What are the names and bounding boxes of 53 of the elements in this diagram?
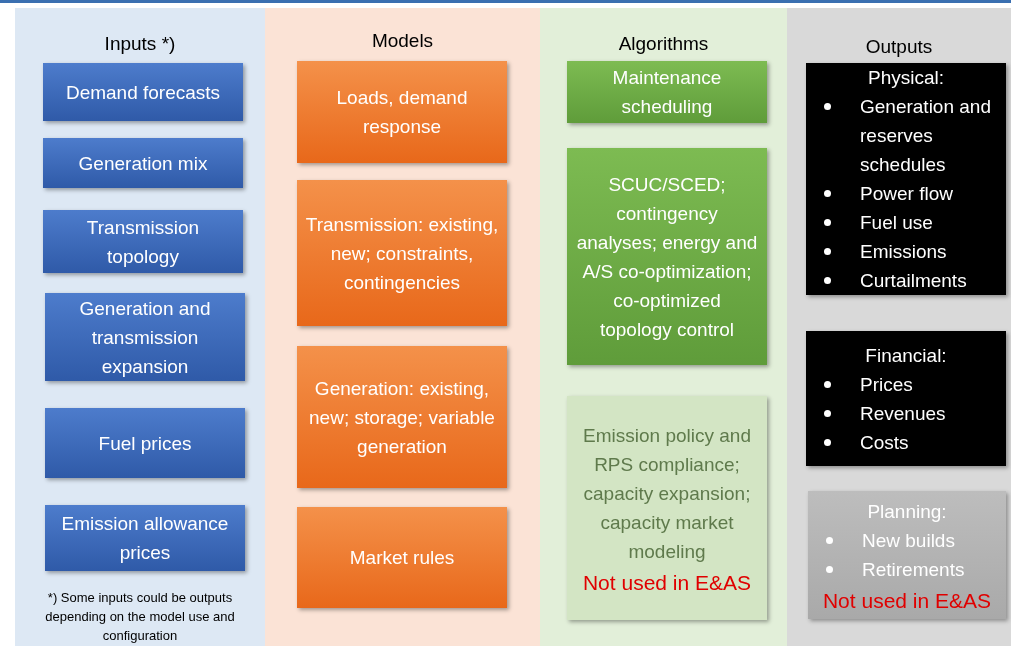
process-box	[45, 505, 245, 571]
bullet-item: Costs	[860, 431, 909, 453]
bullet-item: Revenues	[860, 402, 946, 424]
bullet-item: Fuel use	[860, 212, 933, 233]
process-box	[297, 180, 507, 326]
column-panel	[265, 8, 540, 646]
box-heading: Physical:	[868, 66, 944, 90]
box-label: Maintenance scheduling	[611, 66, 723, 119]
process-box	[806, 331, 1006, 466]
bullet-item: Curtailments	[860, 270, 967, 291]
overlay-note: Not used in E&AS	[822, 587, 992, 614]
column-title: Algorithms	[617, 33, 710, 55]
process-box	[297, 346, 507, 488]
process-box	[43, 138, 243, 188]
column-title: Models	[370, 30, 435, 52]
bullet-item: Prices	[860, 373, 913, 395]
process-box	[567, 396, 767, 620]
process-box	[297, 61, 507, 163]
box-label: Demand forecasts	[65, 80, 221, 105]
process-box	[808, 491, 1006, 619]
box-label: Transmission topology	[85, 215, 201, 269]
box-label: Generation mix	[78, 151, 208, 176]
process-box	[43, 210, 243, 273]
process-box	[567, 61, 767, 123]
box-label: Generation: existing, new; storage; variable generation	[308, 376, 496, 459]
box-label: Emission allowance prices	[60, 512, 230, 565]
footnote: *) Some inputs could be outputs depending on the model use and configuration	[44, 589, 236, 645]
process-box	[45, 293, 245, 381]
box-label: Generation and transmission expansion	[78, 296, 212, 379]
box-label: Loads, demand response	[335, 86, 469, 139]
process-box	[45, 408, 245, 478]
column-panel	[540, 8, 787, 646]
box-label: Emission policy and RPS compliance; capacity expansion; capacity market modeling	[582, 423, 752, 564]
bullet-item: Emissions	[860, 241, 947, 262]
column-panel	[787, 8, 1011, 646]
box-label: SCUC/SCED; contingency analyses; energy and A/S co-optimization; co-optimized topology control	[575, 172, 759, 342]
process-box	[297, 507, 507, 608]
process-box	[806, 63, 1006, 295]
box-label: Transmission: existing, new; constraints, contingencies	[305, 212, 499, 295]
column-title: Outputs	[864, 36, 934, 58]
bullet-item: Power flow	[860, 183, 953, 204]
box-heading: Financial:	[865, 343, 947, 368]
box-label: Fuel prices	[98, 431, 192, 456]
column-panel	[15, 8, 265, 646]
overlay-note: Not used in E&AS	[582, 569, 752, 596]
bullet-item: Retirements	[862, 558, 965, 580]
box-heading: Planning:	[867, 499, 947, 524]
bullet-item: New builds	[862, 529, 955, 551]
bullet-item: Generation and reserves schedules	[860, 96, 991, 175]
process-box	[43, 63, 243, 121]
column-title: Inputs *)	[103, 33, 177, 55]
process-box	[567, 148, 767, 365]
box-label: Market rules	[349, 546, 455, 570]
